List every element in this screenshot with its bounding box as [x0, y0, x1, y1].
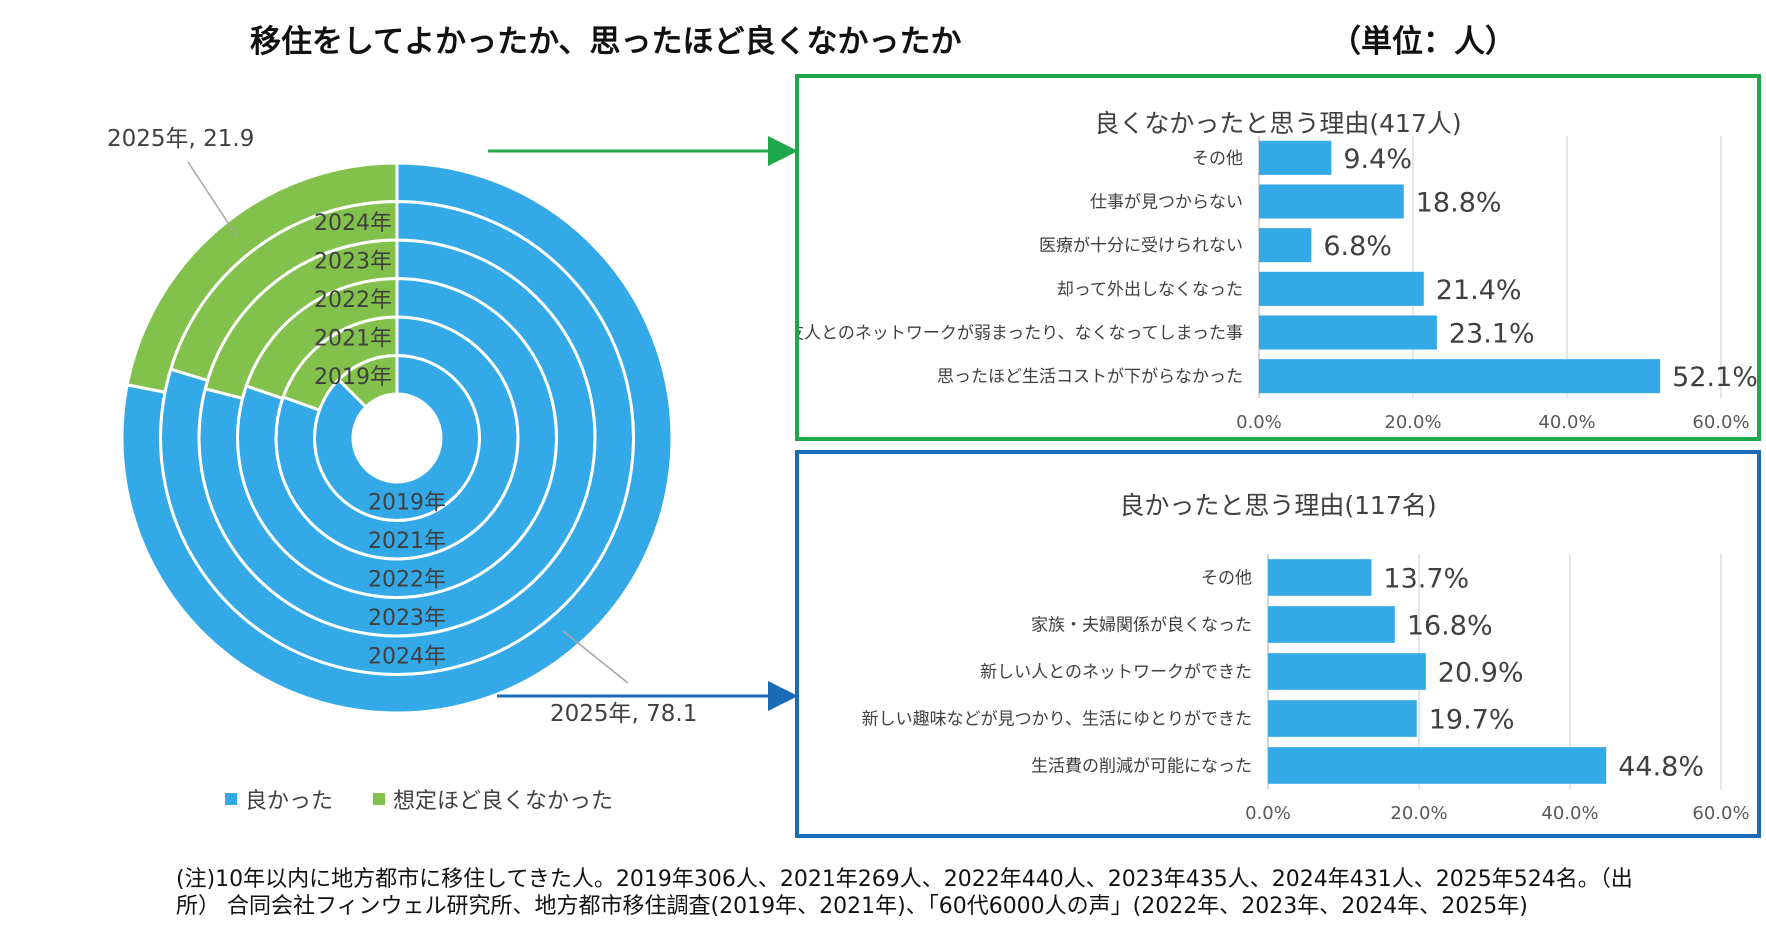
- legend-swatch-good: [225, 793, 237, 805]
- bad-reasons-bar: [1259, 228, 1312, 263]
- bad-reasons-value-label: 9.4%: [1343, 144, 1412, 175]
- donut-good-2025: [120, 161, 674, 715]
- good-reasons-bar: [1268, 700, 1417, 737]
- bad-reasons-value-label: 6.8%: [1323, 231, 1392, 262]
- donut-label-top-2022: 2022年: [314, 288, 392, 313]
- footnote: (注)10年以内に地方都市に移住してきた人。2019年306人、2021年269…: [176, 866, 1756, 920]
- bad-reasons-tick-label: 40.0%: [1538, 412, 1595, 433]
- bad-reasons-value-label: 21.4%: [1436, 275, 1522, 306]
- footnote-line-2: 所） 合同会社フィンウェル研究所、地方都市移住調査(2019年、2021年)、「…: [176, 894, 1528, 919]
- good-reasons-value-label: 19.7%: [1429, 705, 1515, 736]
- bad-reasons-bar-chart: 0.0% 20.0% 40.0% 60.0% その他 9.4% 仕事が見つからない 18.8%…: [799, 136, 1757, 433]
- legend-label-good: 良かった: [245, 789, 334, 814]
- bad-reasons-value-label: 18.8%: [1416, 188, 1502, 219]
- good-reasons-category-label: その他: [1201, 569, 1252, 589]
- good-reasons-panel: 良かったと思う理由(117名) 0.0% 20.0% 40.0% 60.0% その他 13…: [795, 450, 1761, 838]
- bad-reasons-tick-label: 60.0%: [1692, 412, 1749, 433]
- bad-reasons-panel: 良くなかったと思う理由(417人) 0.0% 20.0% 40.0% 60.0% その他…: [795, 74, 1761, 441]
- bad-reasons-value-label: 52.1%: [1672, 362, 1757, 393]
- donut-bad-2025: [125, 161, 399, 394]
- good-reasons-value-label: 44.8%: [1618, 752, 1704, 783]
- bad-reasons-tick-label: 20.0%: [1384, 412, 1441, 433]
- callout-bad-label: 2025年, 21.9: [107, 126, 254, 152]
- legend-item-bad: 想定ほど良くなかった: [373, 783, 613, 815]
- callout-line-bad: [187, 161, 239, 239]
- donut-label-bottom-2019: 2019年: [368, 490, 446, 515]
- bad-reasons-category-label: 思ったほど生活コストが下がらなかった: [937, 367, 1243, 387]
- bad-reasons-bar: [1259, 271, 1424, 306]
- good-reasons-tick-label: 0.0%: [1245, 803, 1291, 824]
- bad-reasons-value-label: 23.1%: [1449, 319, 1535, 350]
- good-reasons-category-label: 新しい趣味などが見つかり、生活にゆとりができた: [862, 710, 1252, 730]
- legend-label-bad: 想定ほど良くなかった: [393, 789, 614, 814]
- good-reasons-tick-label: 40.0%: [1541, 803, 1598, 824]
- bad-reasons-category-label: 却って外出しなくなった: [1057, 280, 1243, 300]
- bad-reasons-title: 良くなかったと思う理由(417人): [1094, 109, 1462, 138]
- donut-label-bottom-2022: 2022年: [368, 567, 446, 592]
- good-reasons-tick-label: 20.0%: [1390, 803, 1447, 824]
- good-reasons-bar: [1268, 606, 1395, 643]
- donut-label-top-2019: 2019年: [314, 365, 392, 390]
- donut-legend: 良かった 想定ほど良くなかった: [225, 783, 613, 815]
- bad-reasons-category-label: 旧来の友人とのネットワークが弱まったり、なくなってしまった事: [799, 324, 1243, 344]
- donut-label-top-2023: 2023年: [314, 249, 392, 274]
- good-reasons-value-label: 16.8%: [1407, 611, 1493, 642]
- donut-label-top-2021: 2021年: [314, 326, 392, 351]
- good-reasons-value-label: 13.7%: [1383, 564, 1469, 595]
- unit-label: （単位：人）: [1330, 24, 1516, 60]
- bad-reasons-tick-label: 0.0%: [1236, 412, 1282, 433]
- good-reasons-bar-chart: 0.0% 20.0% 40.0% 60.0% その他 13.7% 家族・夫婦関係が良くなった…: [862, 554, 1750, 824]
- legend-swatch-bad: [373, 793, 386, 805]
- bad-reasons-bar: [1259, 359, 1661, 394]
- page-title: 移住をしてよかったか、思ったほど良くなかったか: [250, 24, 962, 60]
- good-reasons-title: 良かったと思う理由(117名): [1119, 491, 1437, 520]
- bad-reasons-bar: [1259, 140, 1332, 175]
- donut-label-bottom-2023: 2023年: [368, 606, 446, 631]
- bad-reasons-category-label: 仕事が見つからない: [1090, 193, 1243, 213]
- good-reasons-category-label: 新しい人とのネットワークができた: [980, 663, 1252, 683]
- good-reasons-bar: [1268, 747, 1607, 784]
- donut-label-bottom-2024: 2024年: [368, 644, 446, 669]
- good-reasons-value-label: 20.9%: [1438, 658, 1524, 689]
- donut-label-top-2024: 2024年: [314, 211, 392, 236]
- bad-reasons-bar: [1259, 184, 1404, 219]
- good-reasons-tick-label: 60.0%: [1692, 803, 1749, 824]
- callout-line-good: [562, 630, 629, 684]
- donut-chart: 2019年 2019年 2021年 2021年 2022年 2022年 2023年 2023年…: [107, 126, 697, 727]
- donut-label-bottom-2021: 2021年: [368, 529, 446, 554]
- footnote-line-1: (注)10年以内に地方都市に移住してきた人。2019年306人、2021年269…: [176, 867, 1633, 892]
- legend-item-good: 良かった: [225, 783, 333, 815]
- bad-reasons-category-label: その他: [1192, 149, 1243, 169]
- good-reasons-category-label: 生活費の削減が可能になった: [1031, 757, 1252, 777]
- good-reasons-category-label: 家族・夫婦関係が良くなった: [1031, 616, 1252, 636]
- callout-good-label: 2025年, 78.1: [550, 701, 697, 727]
- bad-reasons-category-label: 医療が十分に受けられない: [1039, 236, 1243, 256]
- good-reasons-bar: [1268, 559, 1372, 596]
- good-reasons-bar: [1268, 653, 1426, 690]
- bad-reasons-bar: [1259, 315, 1437, 350]
